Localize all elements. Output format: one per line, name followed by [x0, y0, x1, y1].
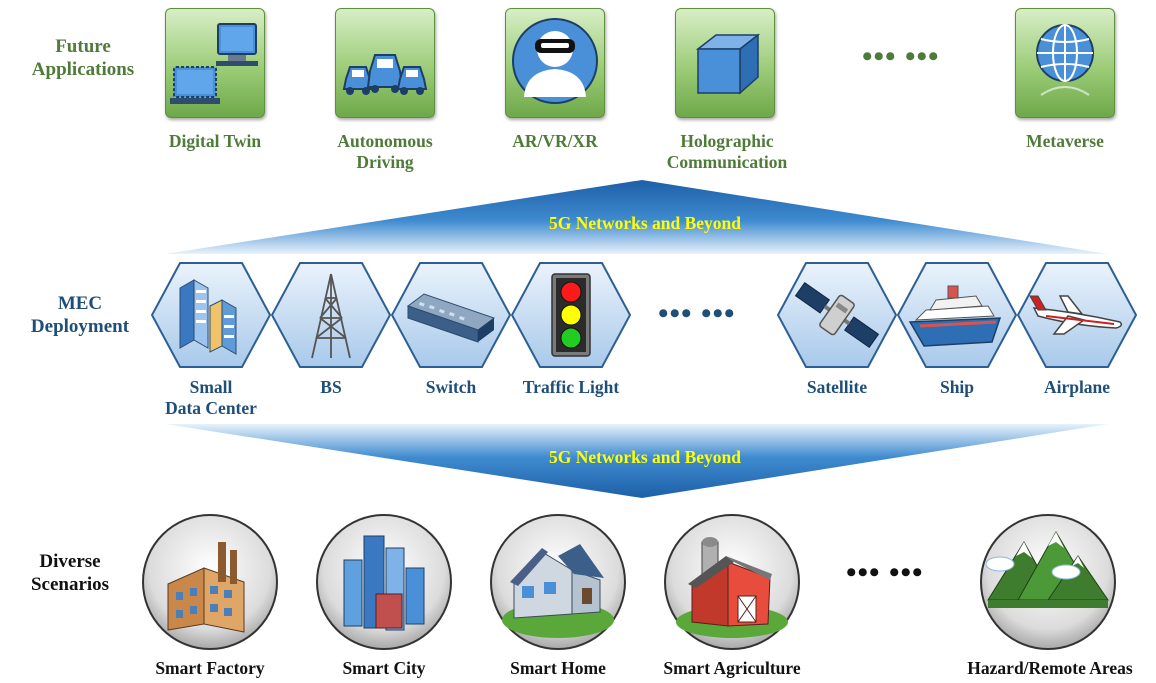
traffic-light-icon — [510, 262, 632, 368]
mec-label-airplane: Airplane — [1012, 377, 1142, 398]
row-label-future-applications: Future Applications — [18, 35, 148, 81]
barn-icon — [664, 514, 800, 650]
scenario-smart-factory — [140, 512, 280, 652]
application-label-line: Autonomous — [337, 131, 433, 151]
mec-label-traffic-light: Traffic Light — [506, 377, 636, 398]
row-label-line: Applications — [31, 59, 135, 80]
mec-label-line: Data Center — [165, 398, 257, 418]
row-label-line: Diverse — [39, 551, 101, 572]
application-label-digital-twin: Digital Twin — [150, 131, 280, 152]
scenario-smart-city — [314, 512, 454, 652]
application-tile-holographic-communication — [675, 8, 775, 118]
scenario-smart-agriculture — [662, 512, 802, 652]
mec-label-line: Small — [189, 377, 233, 397]
mec-node-small-data-center — [150, 260, 272, 370]
application-tile-autonomous-driving — [335, 8, 435, 118]
banner-bottom-shape — [165, 424, 1108, 498]
cars-icon — [342, 54, 428, 95]
mec-label-switch: Switch — [386, 377, 516, 398]
scenario-smart-home — [488, 512, 628, 652]
mec-label-line: Traffic Light — [522, 377, 620, 397]
mec-node-switch — [390, 260, 512, 370]
mountains-icon — [980, 514, 1116, 650]
application-label-autonomous-driving: Autonomous Driving — [320, 131, 450, 173]
mec-node-ship — [896, 260, 1018, 370]
house-icon — [490, 514, 626, 650]
application-label-line: Digital Twin — [168, 131, 262, 151]
scenario-label-smart-city: Smart City — [342, 658, 426, 678]
row-label-line: MEC — [57, 293, 103, 314]
mec-label-satellite: Satellite — [772, 377, 902, 398]
banner-top-shape — [165, 180, 1108, 254]
hologram-cube-icon — [695, 33, 761, 95]
vr-headset-icon — [512, 18, 598, 104]
row-label-line: Deployment — [30, 316, 130, 337]
scenarios-ellipsis: ••• ••• — [846, 556, 924, 589]
scenario-label-smart-home: Smart Home — [510, 658, 606, 678]
mec-node-satellite — [776, 260, 898, 370]
scenario-hazard-remote-areas — [978, 512, 1118, 652]
row-label-mec-deployment: MEC Deployment — [12, 292, 148, 338]
application-label-holographic-communication: Holographic Communication — [654, 131, 800, 173]
base-station-tower-icon — [270, 262, 392, 368]
network-switch-icon — [390, 262, 512, 368]
banner-bottom-label: 5G Networks and Beyond — [548, 447, 742, 467]
ship-icon — [896, 262, 1018, 368]
mec-label-line: Switch — [425, 377, 477, 397]
row-label-line: Scenarios — [30, 574, 110, 595]
mec-node-airplane — [1016, 260, 1138, 370]
satellite-icon — [776, 262, 898, 368]
factory-icon — [142, 514, 278, 650]
computers-icon — [170, 23, 258, 104]
data-center-icon — [150, 262, 272, 368]
mec-label-ship: Ship — [892, 377, 1022, 398]
application-label-line: Holographic — [680, 131, 774, 151]
application-tile-ar-vr-xr — [505, 8, 605, 118]
row-label-diverse-scenarios: Diverse Scenarios — [10, 550, 130, 596]
application-label-line: Driving — [356, 152, 414, 172]
application-label-line: Metaverse — [1026, 131, 1104, 151]
applications-ellipsis: ••• ••• — [862, 40, 940, 73]
mec-label-line: BS — [320, 377, 342, 397]
mec-ellipsis: ••• ••• — [658, 297, 736, 330]
application-tile-metaverse — [1015, 8, 1115, 118]
mec-label-line: Airplane — [1043, 377, 1111, 397]
mec-label-small-data-center: Small Data Center — [146, 377, 276, 419]
mec-node-traffic-light — [510, 260, 632, 370]
application-label-metaverse: Metaverse — [1000, 131, 1130, 152]
city-icon — [316, 514, 452, 650]
mec-label-line: Ship — [939, 377, 975, 397]
application-label-ar-vr-xr: AR/VR/XR — [490, 131, 620, 152]
mec-label-line: Satellite — [806, 377, 868, 397]
banner-top-label: 5G Networks and Beyond — [548, 213, 742, 233]
scenario-label-hazard-remote-areas: Hazard/Remote Areas — [967, 658, 1133, 678]
row-label-line: Future — [55, 36, 111, 57]
airplane-icon — [1016, 262, 1138, 368]
application-label-line: AR/VR/XR — [512, 131, 598, 151]
mec-node-bs — [270, 260, 392, 370]
scenario-label-smart-agriculture: Smart Agriculture — [663, 658, 801, 678]
globe-icon — [1036, 24, 1094, 96]
application-tile-digital-twin — [165, 8, 265, 118]
application-label-line: Communication — [666, 152, 788, 172]
scenario-label-smart-factory: Smart Factory — [155, 658, 265, 678]
mec-label-bs: BS — [266, 377, 396, 398]
